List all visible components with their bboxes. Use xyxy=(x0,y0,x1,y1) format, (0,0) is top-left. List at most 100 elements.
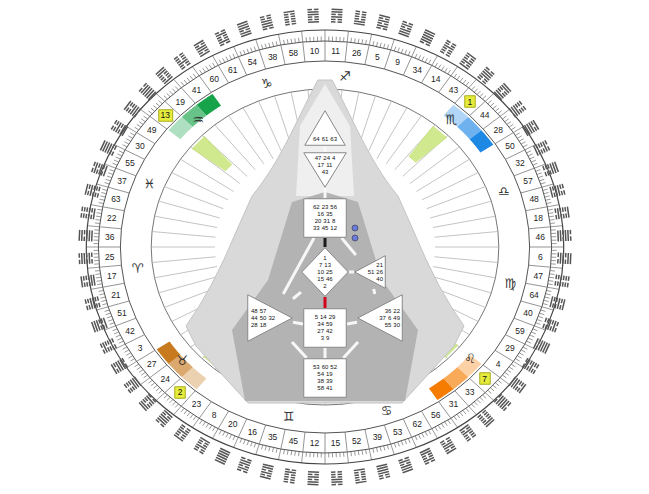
degree-tick xyxy=(509,367,513,370)
degree-tick xyxy=(495,383,499,386)
gate-number: 40 xyxy=(376,276,383,283)
degree-tick xyxy=(457,76,460,80)
hexagram-bar xyxy=(552,321,557,332)
gate-separator xyxy=(116,318,136,326)
degree-tick xyxy=(114,332,119,334)
hexagram-bar xyxy=(87,299,90,304)
inner-disk xyxy=(151,89,499,405)
hexagram-bar xyxy=(555,215,557,220)
zodiac-sign: ♑ xyxy=(261,76,273,91)
hexagram-bar xyxy=(100,343,103,348)
hexagram-bar xyxy=(547,146,550,151)
degree-tick xyxy=(369,449,371,460)
hexagram-icon xyxy=(477,410,495,428)
degree-tick xyxy=(302,31,303,42)
hexagram-bar xyxy=(547,318,550,323)
gate-number: 38 xyxy=(317,378,324,385)
hexagram-bar xyxy=(561,184,564,189)
degree-tick xyxy=(325,30,326,41)
hexagram-bar xyxy=(88,253,90,264)
degree-tick xyxy=(502,116,506,119)
gate-separator xyxy=(259,425,265,444)
degree-tick xyxy=(551,260,556,261)
degree-tick xyxy=(91,205,103,207)
radial-line xyxy=(433,267,496,278)
degree-tick xyxy=(124,142,128,144)
hexagram-bar xyxy=(537,340,543,351)
channel-line xyxy=(324,146,327,152)
hexagram-bar xyxy=(247,459,252,462)
degree-tick xyxy=(552,243,557,244)
degree-tick xyxy=(527,151,531,153)
center-shape: 536052541938395841 xyxy=(303,358,347,398)
text-row: 1 xyxy=(467,97,472,107)
degree-tick xyxy=(354,38,356,42)
zodiac-sign: ♈ xyxy=(131,260,143,275)
degree-tick xyxy=(435,63,437,67)
hexagram-bar xyxy=(220,448,231,454)
hexagram-bar xyxy=(263,28,268,31)
degree-tick xyxy=(521,350,525,352)
degree-tick xyxy=(358,451,360,455)
degree-tick xyxy=(505,119,509,122)
text-row: 713 xyxy=(319,262,331,269)
center-border xyxy=(304,153,347,188)
hexagram-bar xyxy=(355,479,360,481)
hexagram-bar xyxy=(103,166,108,177)
hexagram-bar xyxy=(84,207,86,212)
text-row: 51429 xyxy=(315,314,336,321)
hexagram-bar xyxy=(88,305,91,310)
hexagram-bar xyxy=(567,253,569,264)
hexagram-bar xyxy=(568,276,570,281)
hexagram-bar xyxy=(337,21,342,23)
hexagram-icon xyxy=(91,317,108,332)
gate-separator xyxy=(384,425,390,444)
radial-line xyxy=(377,108,407,159)
degree-tick xyxy=(541,310,546,311)
degree-tick xyxy=(148,111,152,114)
degree-tick xyxy=(358,39,360,43)
degree-tick xyxy=(550,219,555,221)
degree-tick xyxy=(498,111,502,114)
degree-tick xyxy=(550,273,555,275)
hexagram-bar xyxy=(376,463,387,467)
hexagram-bar xyxy=(559,208,561,213)
hexagram-bar xyxy=(440,440,445,444)
degree-tick xyxy=(272,42,273,46)
degree-tick xyxy=(156,393,165,401)
degree-tick xyxy=(128,136,132,138)
radial-line xyxy=(152,232,215,238)
degree-tick xyxy=(265,44,266,48)
hexagram-bar xyxy=(283,481,288,483)
degree-tick xyxy=(361,450,363,454)
hexagram-bar xyxy=(385,18,390,21)
hexagram-bar xyxy=(332,484,337,486)
degree-tick xyxy=(500,109,509,116)
degree-tick xyxy=(91,287,103,289)
hexagram-bar xyxy=(83,237,85,242)
text-row: 13 xyxy=(161,110,170,120)
hexagram-bar xyxy=(562,207,564,212)
hexagram-bar xyxy=(379,17,384,20)
gate-separator xyxy=(98,247,120,248)
degree-tick xyxy=(469,79,477,88)
degree-tick xyxy=(343,452,344,456)
hexagram-bar xyxy=(314,9,319,11)
degree-tick xyxy=(343,37,344,41)
hexagram-bar xyxy=(360,471,365,473)
hexagram-bar xyxy=(557,259,559,264)
hexagram-bar xyxy=(109,150,112,155)
degree-tick xyxy=(538,316,543,318)
center-text: 622356163520318334512 xyxy=(313,204,337,232)
degree-tick xyxy=(294,451,296,455)
degree-tick xyxy=(401,49,403,53)
hexagram-bar xyxy=(106,340,109,345)
degree-tick xyxy=(394,47,396,51)
radial-line xyxy=(228,116,263,164)
gate-number: 43 xyxy=(449,85,458,95)
degree-tick xyxy=(137,124,141,127)
hexagram-icon xyxy=(91,161,108,176)
gate-number: 28 xyxy=(251,322,258,329)
hexagram-bar xyxy=(245,28,250,31)
gate-number: 41 xyxy=(192,85,201,95)
